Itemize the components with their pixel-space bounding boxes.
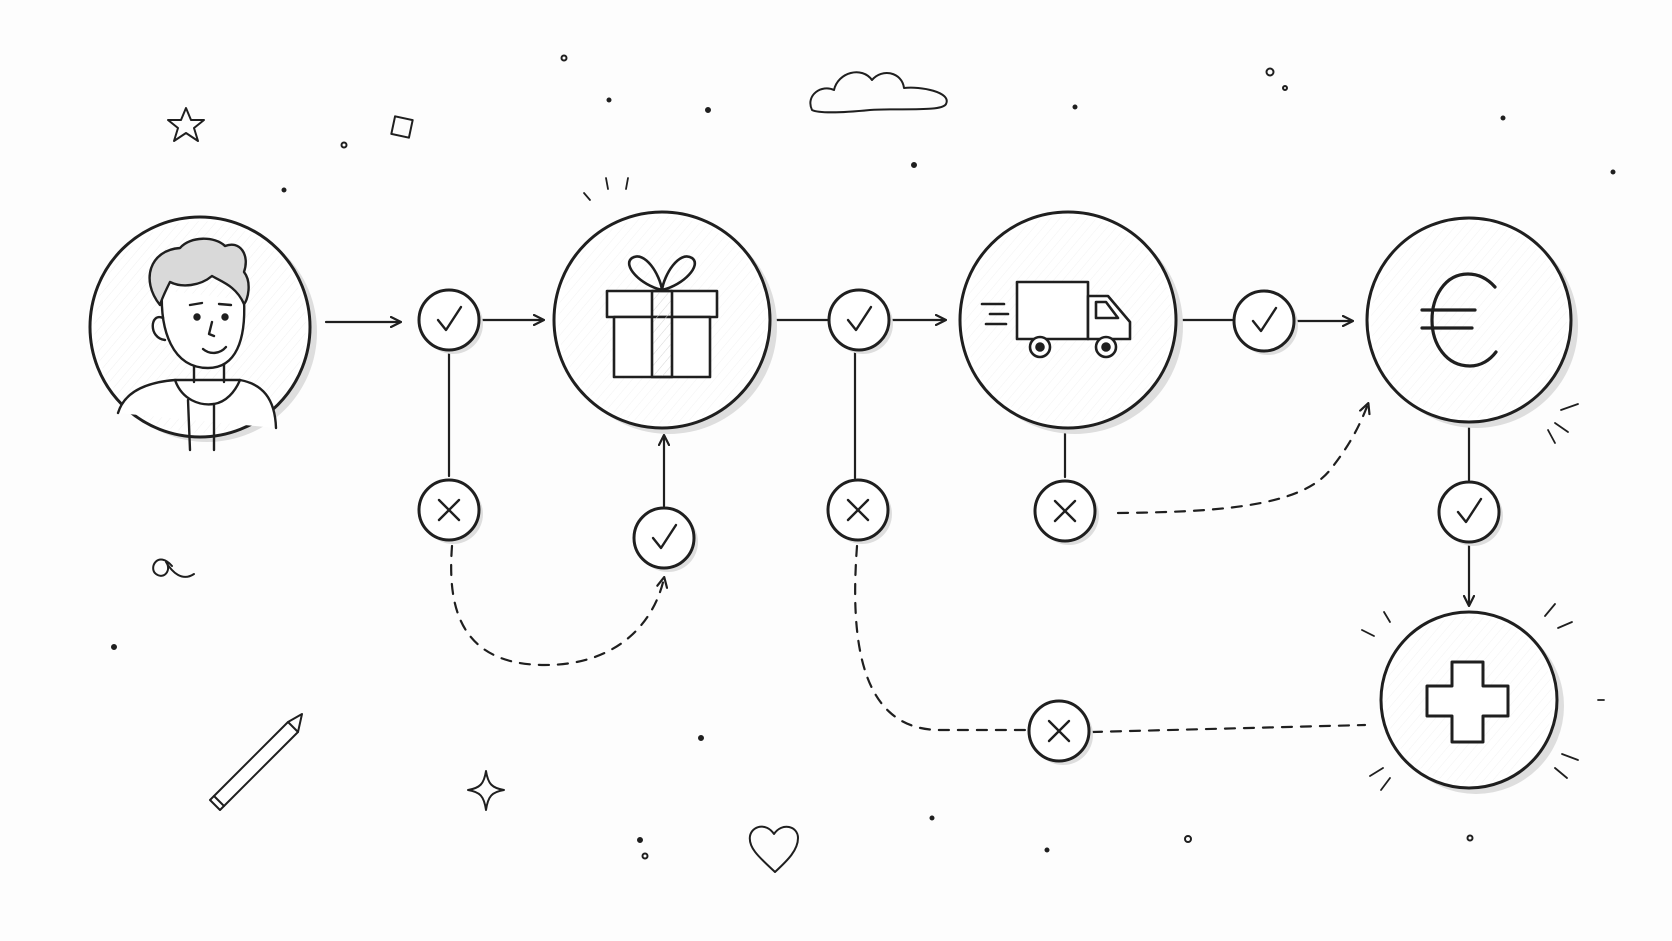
edge-fail-3-to-payment — [1116, 404, 1368, 515]
x-icon — [1053, 499, 1077, 523]
delivery-truck-icon — [980, 280, 1132, 359]
diamond-icon — [390, 115, 414, 139]
sparkle-icon — [467, 770, 505, 811]
check-icon — [651, 523, 678, 550]
gift-box-icon — [605, 255, 719, 379]
check-icon — [436, 305, 463, 332]
x-icon — [846, 498, 870, 522]
sparkle-lines-payment — [1547, 403, 1579, 444]
plus-icon — [1425, 660, 1510, 744]
checkpoint-fail-2 — [826, 478, 892, 544]
check-icon — [1251, 306, 1278, 333]
edges — [324, 320, 1469, 734]
checkpoint-fail-1 — [417, 478, 483, 544]
sparkle-lines-gift — [583, 177, 629, 201]
cloud-icon — [809, 71, 948, 114]
pencil-icon — [209, 713, 303, 811]
star-icon — [167, 107, 205, 142]
node-customer — [88, 215, 317, 452]
check-icon — [846, 305, 873, 332]
edge-fail-1-to-retry — [450, 544, 664, 667]
squiggle-icon — [152, 558, 195, 578]
checkpoint-fail-bottom — [1027, 699, 1093, 765]
edge-fail-2-to-fail-bottom — [854, 544, 1027, 732]
checkpoint-check-3 — [1232, 289, 1298, 355]
edge-fail-bottom-to-plus — [1090, 723, 1367, 734]
checkpoint-check-1 — [417, 288, 483, 354]
dots — [111, 54, 1616, 860]
checkpoint-fail-3 — [1033, 479, 1099, 545]
node-delivery — [958, 210, 1183, 434]
checkpoint-check-retry-gift — [632, 506, 698, 572]
node-gift — [552, 177, 777, 434]
checkpoint-check-payment — [1437, 480, 1503, 546]
heart-icon — [748, 825, 799, 873]
x-icon — [437, 498, 461, 522]
node-payment — [1365, 216, 1579, 444]
check-icon — [1456, 497, 1483, 524]
decorations — [111, 54, 1616, 873]
checkpoint-check-2 — [827, 288, 893, 354]
person-avatar-icon — [116, 237, 278, 452]
euro-icon — [1420, 272, 1498, 368]
node-plus — [1361, 603, 1605, 794]
x-icon — [1047, 719, 1071, 743]
sparkle-lines-plus — [1361, 603, 1605, 791]
checkpoints — [417, 288, 1503, 765]
